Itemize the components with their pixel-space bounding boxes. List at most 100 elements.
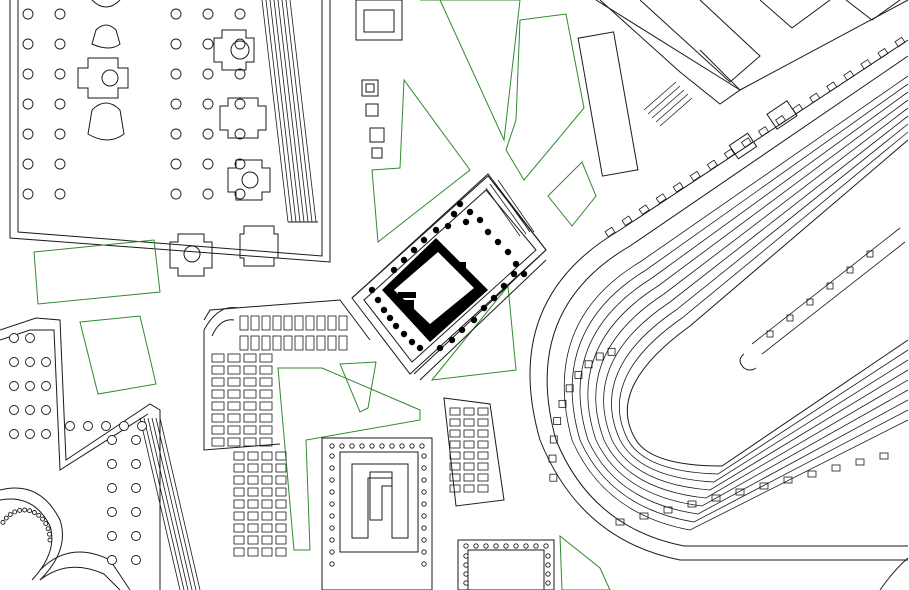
shop-cell: [243, 401, 257, 411]
column: [329, 525, 335, 531]
temple-column-dots: [368, 200, 528, 352]
column: [545, 553, 551, 559]
shop-cell: [449, 484, 461, 493]
seat-marker: [574, 371, 583, 379]
forum-column: [54, 158, 66, 170]
shop-cell: [275, 475, 287, 485]
shop-cell: [247, 511, 259, 521]
column: [9, 333, 19, 343]
column: [107, 507, 117, 517]
seat-marker: [879, 452, 889, 460]
shop-cell: [243, 353, 257, 363]
temple-column: [444, 222, 452, 230]
column: [523, 543, 529, 549]
column: [12, 509, 18, 515]
shop-cell: [239, 335, 249, 351]
column: [463, 571, 469, 577]
shop-cell: [227, 437, 241, 447]
temple-column: [494, 238, 502, 246]
seat-marker: [735, 488, 745, 496]
temple-column: [462, 218, 470, 226]
column: [41, 429, 51, 439]
seat-marker: [604, 226, 616, 238]
shop-cell: [449, 462, 461, 471]
column: [329, 465, 335, 471]
column: [503, 543, 509, 549]
forum-column: [22, 158, 34, 170]
column: [533, 543, 539, 549]
seat-marker: [639, 512, 649, 520]
shop-cell: [247, 487, 259, 497]
column: [137, 421, 147, 431]
column: [463, 580, 469, 586]
column: [329, 453, 335, 459]
street-lines: [351, 0, 909, 381]
shop-cell: [211, 377, 225, 387]
column: [329, 489, 335, 495]
temple-column: [400, 256, 408, 264]
seat-marker: [809, 92, 821, 104]
column: [421, 477, 427, 483]
seat-marker: [549, 435, 558, 444]
shop-cell: [477, 418, 489, 427]
lower-left-complex: [0, 317, 201, 590]
column: [7, 512, 13, 517]
shop-cell: [259, 413, 273, 423]
shop-cell: [227, 377, 241, 387]
shop-cell: [463, 407, 475, 416]
shop-cell: [463, 429, 475, 438]
forum-column: [202, 38, 214, 50]
forum-column: [202, 188, 214, 200]
column: [131, 531, 141, 541]
temple-column: [476, 216, 484, 224]
column: [545, 580, 551, 586]
forum-column: [234, 8, 246, 20]
central-temple: [351, 175, 547, 375]
shop-cell: [449, 440, 461, 449]
shop-cell: [477, 462, 489, 471]
column: [131, 435, 141, 445]
column: [545, 571, 551, 577]
shop-cell: [275, 499, 287, 509]
column: [369, 443, 375, 449]
column: [25, 429, 35, 439]
column: [379, 443, 385, 449]
temple-column: [466, 208, 474, 216]
spina-marker: [766, 330, 774, 338]
right-shop-cells: [449, 407, 489, 493]
temple-column: [416, 344, 424, 352]
column: [101, 421, 111, 431]
shop-cell: [259, 401, 273, 411]
temple-column: [512, 260, 520, 268]
seat-marker: [584, 360, 593, 369]
forum-column: [202, 68, 214, 80]
seat-marker: [558, 399, 567, 408]
lower-left-column-dots: [0, 333, 147, 565]
seat-marker: [621, 215, 633, 227]
shop-cell: [261, 547, 273, 557]
seat-marker: [548, 454, 557, 463]
seat-marker: [672, 182, 684, 193]
column: [329, 443, 335, 449]
column: [473, 543, 479, 549]
temple-column: [410, 246, 418, 254]
column: [463, 562, 469, 568]
shop-cell: [477, 429, 489, 438]
seat-marker: [549, 473, 558, 482]
column: [329, 513, 335, 519]
temple-column: [490, 294, 498, 302]
shop-cell: [261, 499, 273, 509]
shop-cell: [477, 407, 489, 416]
column: [41, 381, 51, 391]
seat-marker: [855, 458, 865, 466]
seat-marker: [687, 500, 697, 508]
shop-cell: [227, 353, 241, 363]
seat-marker: [607, 347, 616, 356]
column: [421, 537, 427, 543]
shop-cell: [294, 315, 304, 331]
column: [131, 483, 141, 493]
temple-column: [420, 236, 428, 244]
top-center-monuments: [355, 0, 403, 159]
forum-column: [54, 188, 66, 200]
temple-column: [510, 270, 518, 278]
